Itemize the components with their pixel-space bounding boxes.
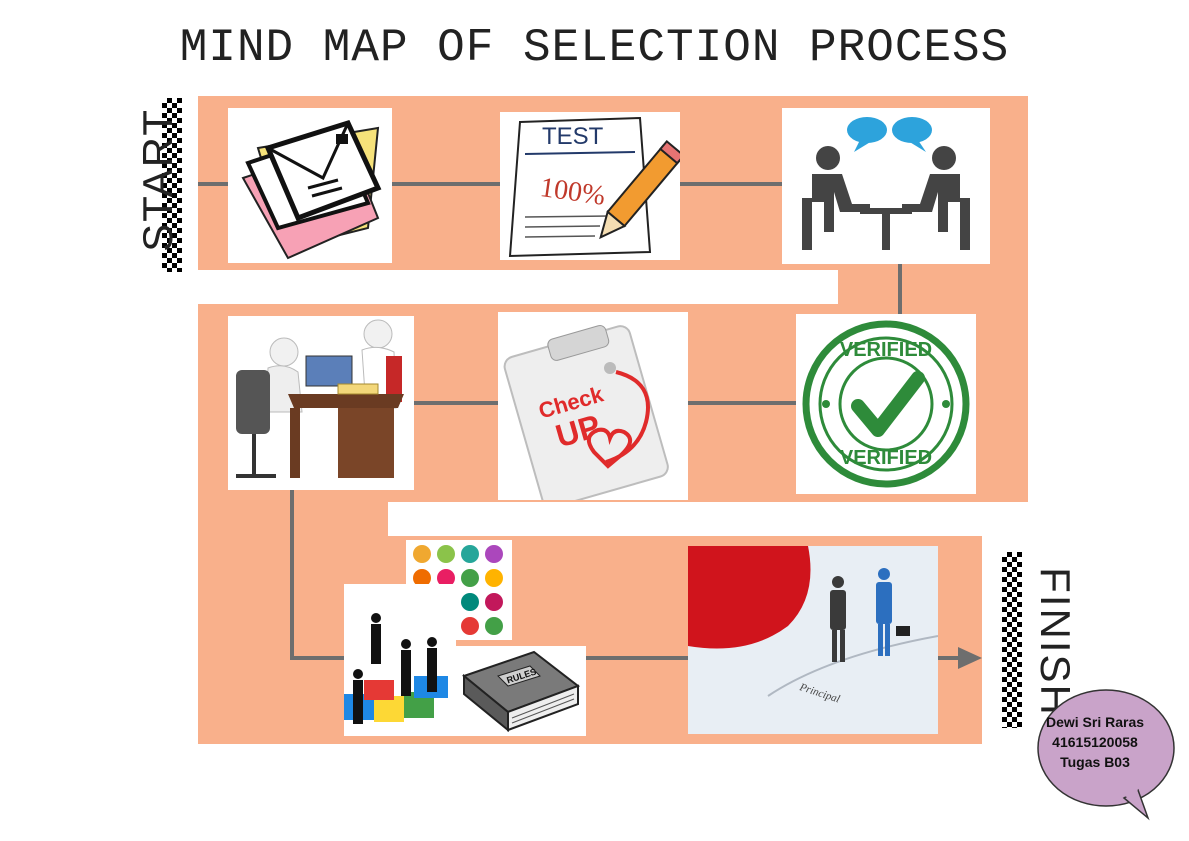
verified-text-bottom: VERIFIED xyxy=(840,447,932,469)
start-checker-flag xyxy=(162,98,182,272)
finish-checker-flag xyxy=(1002,552,1022,728)
author-info: Dewi Sri Raras 41615120058 Tugas B03 xyxy=(1040,712,1150,772)
connector-row3-a xyxy=(290,656,350,660)
author-speech-bubble xyxy=(1037,689,1175,821)
start-label: START xyxy=(133,108,181,252)
skill-icons-grid-image xyxy=(406,540,512,640)
application-letters-image xyxy=(228,108,392,263)
connector-row1 xyxy=(198,182,788,186)
interview-image xyxy=(782,108,990,264)
author-name: Dewi Sri Raras xyxy=(1045,714,1145,730)
medical-checkup-image: Check UP xyxy=(498,312,688,500)
rules-book-image: RULES xyxy=(454,646,586,736)
arrow-head-icon xyxy=(958,647,982,669)
verified-text-top: VERIFIED xyxy=(840,339,932,361)
test-paper-image: TEST 100% xyxy=(500,112,680,260)
connector-down-2 xyxy=(290,488,294,660)
verified-stamp-image: VERIFIED VERIFIED xyxy=(796,314,976,494)
team-puzzle-image xyxy=(344,584,456,736)
diagram-title: MIND MAP OF SELECTION PROCESS xyxy=(179,22,1010,74)
author-id: 41615120058 xyxy=(1052,734,1138,750)
office-desk-image xyxy=(228,316,414,490)
connector-row3-c xyxy=(938,656,962,660)
contract-handshake-image: Principal xyxy=(688,546,938,734)
author-task: Tugas B03 xyxy=(1060,754,1130,770)
test-paper-title: TEST xyxy=(542,123,604,150)
connector-down-1 xyxy=(898,262,902,316)
connector-row3-b xyxy=(584,656,690,660)
row-band-right-connector xyxy=(838,262,1028,310)
